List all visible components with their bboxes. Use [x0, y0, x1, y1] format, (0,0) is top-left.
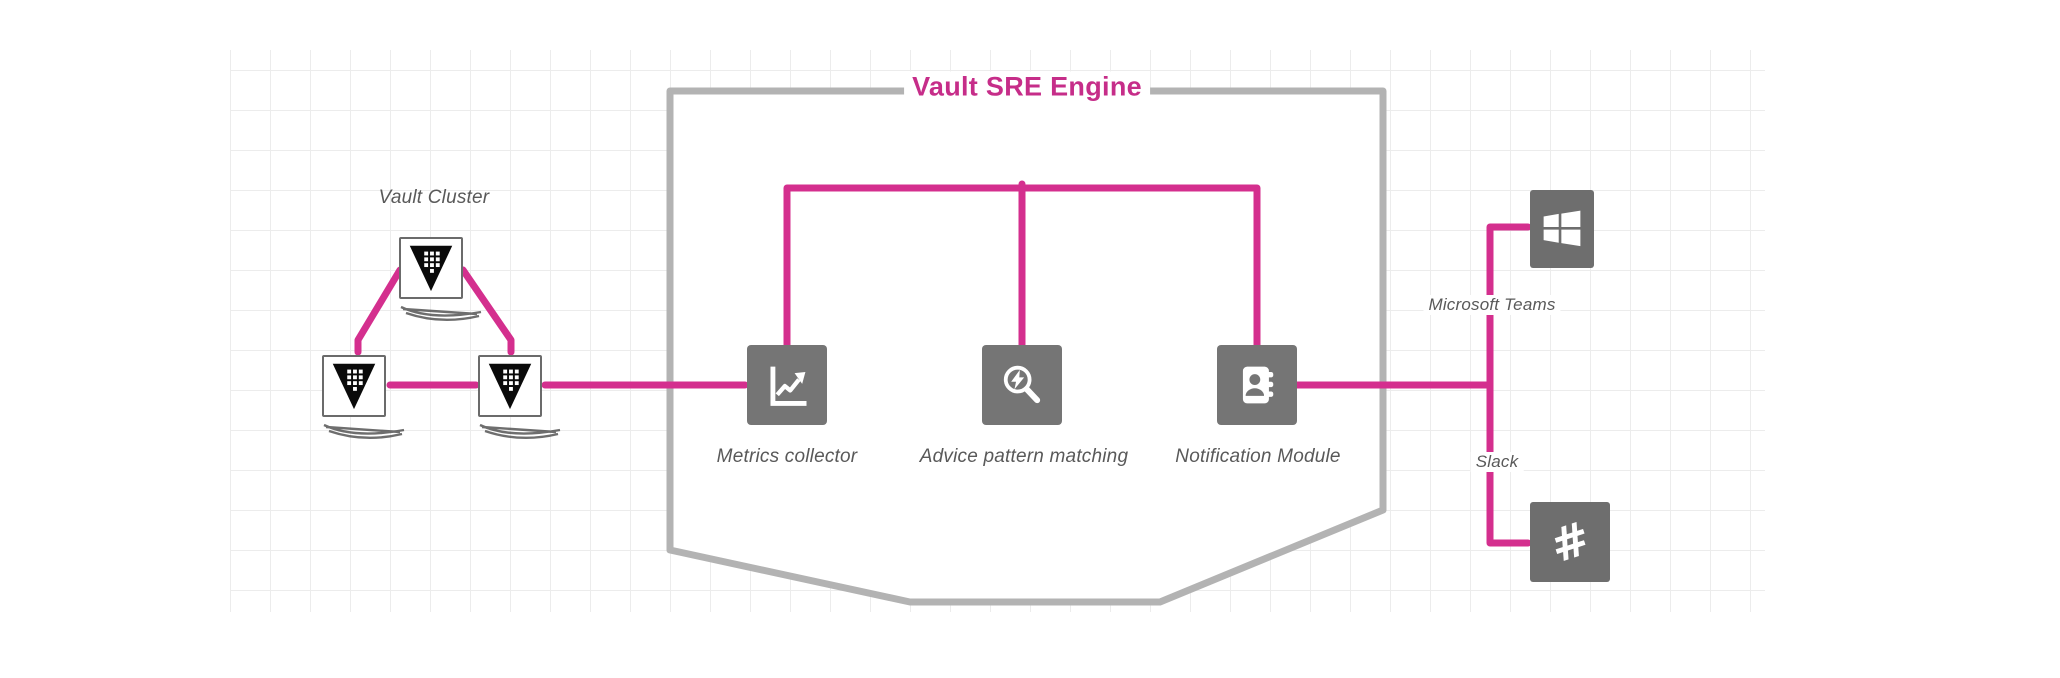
vault-node-right[interactable]: [478, 355, 542, 417]
edge-cluster-right[interactable]: [459, 266, 515, 356]
search-bolt-icon: [1003, 365, 1041, 404]
microsoft-teams-label: Microsoft Teams: [1423, 295, 1561, 315]
address-book-icon: [1242, 366, 1274, 404]
microsoft-teams-node[interactable]: [1530, 190, 1594, 268]
slack-hash-icon: #: [1543, 510, 1597, 574]
windows-icon: [1543, 210, 1581, 247]
line-chart-icon: [770, 366, 807, 406]
vault-node-shadow: [400, 305, 482, 322]
metrics-collector-node[interactable]: [747, 345, 827, 425]
vault-node-shadow: [323, 423, 405, 440]
slack-node[interactable]: #: [1530, 502, 1610, 582]
vault-node-shadow: [479, 423, 561, 440]
edge-endpoints-branch[interactable]: [1486, 223, 1532, 547]
vault-node-left[interactable]: [322, 355, 386, 417]
vault-cluster-label: Vault Cluster: [378, 187, 490, 208]
vault-node-top[interactable]: [399, 237, 463, 299]
metrics-collector-label: Metrics collector: [716, 446, 858, 467]
advice-pattern-matching-node[interactable]: [982, 345, 1062, 425]
edge-cluster-left[interactable]: [354, 266, 404, 356]
vault-triangle-icon: [488, 363, 532, 410]
container-title: Vault SRE Engine: [904, 71, 1150, 103]
notification-module-label: Notification Module: [1175, 446, 1341, 467]
vault-triangle-icon: [409, 245, 453, 292]
slack-label: Slack: [1470, 452, 1524, 472]
vault-triangle-icon: [332, 363, 376, 410]
advice-pattern-matching-label: Advice pattern matching: [919, 446, 1129, 467]
notification-module-node[interactable]: [1217, 345, 1297, 425]
